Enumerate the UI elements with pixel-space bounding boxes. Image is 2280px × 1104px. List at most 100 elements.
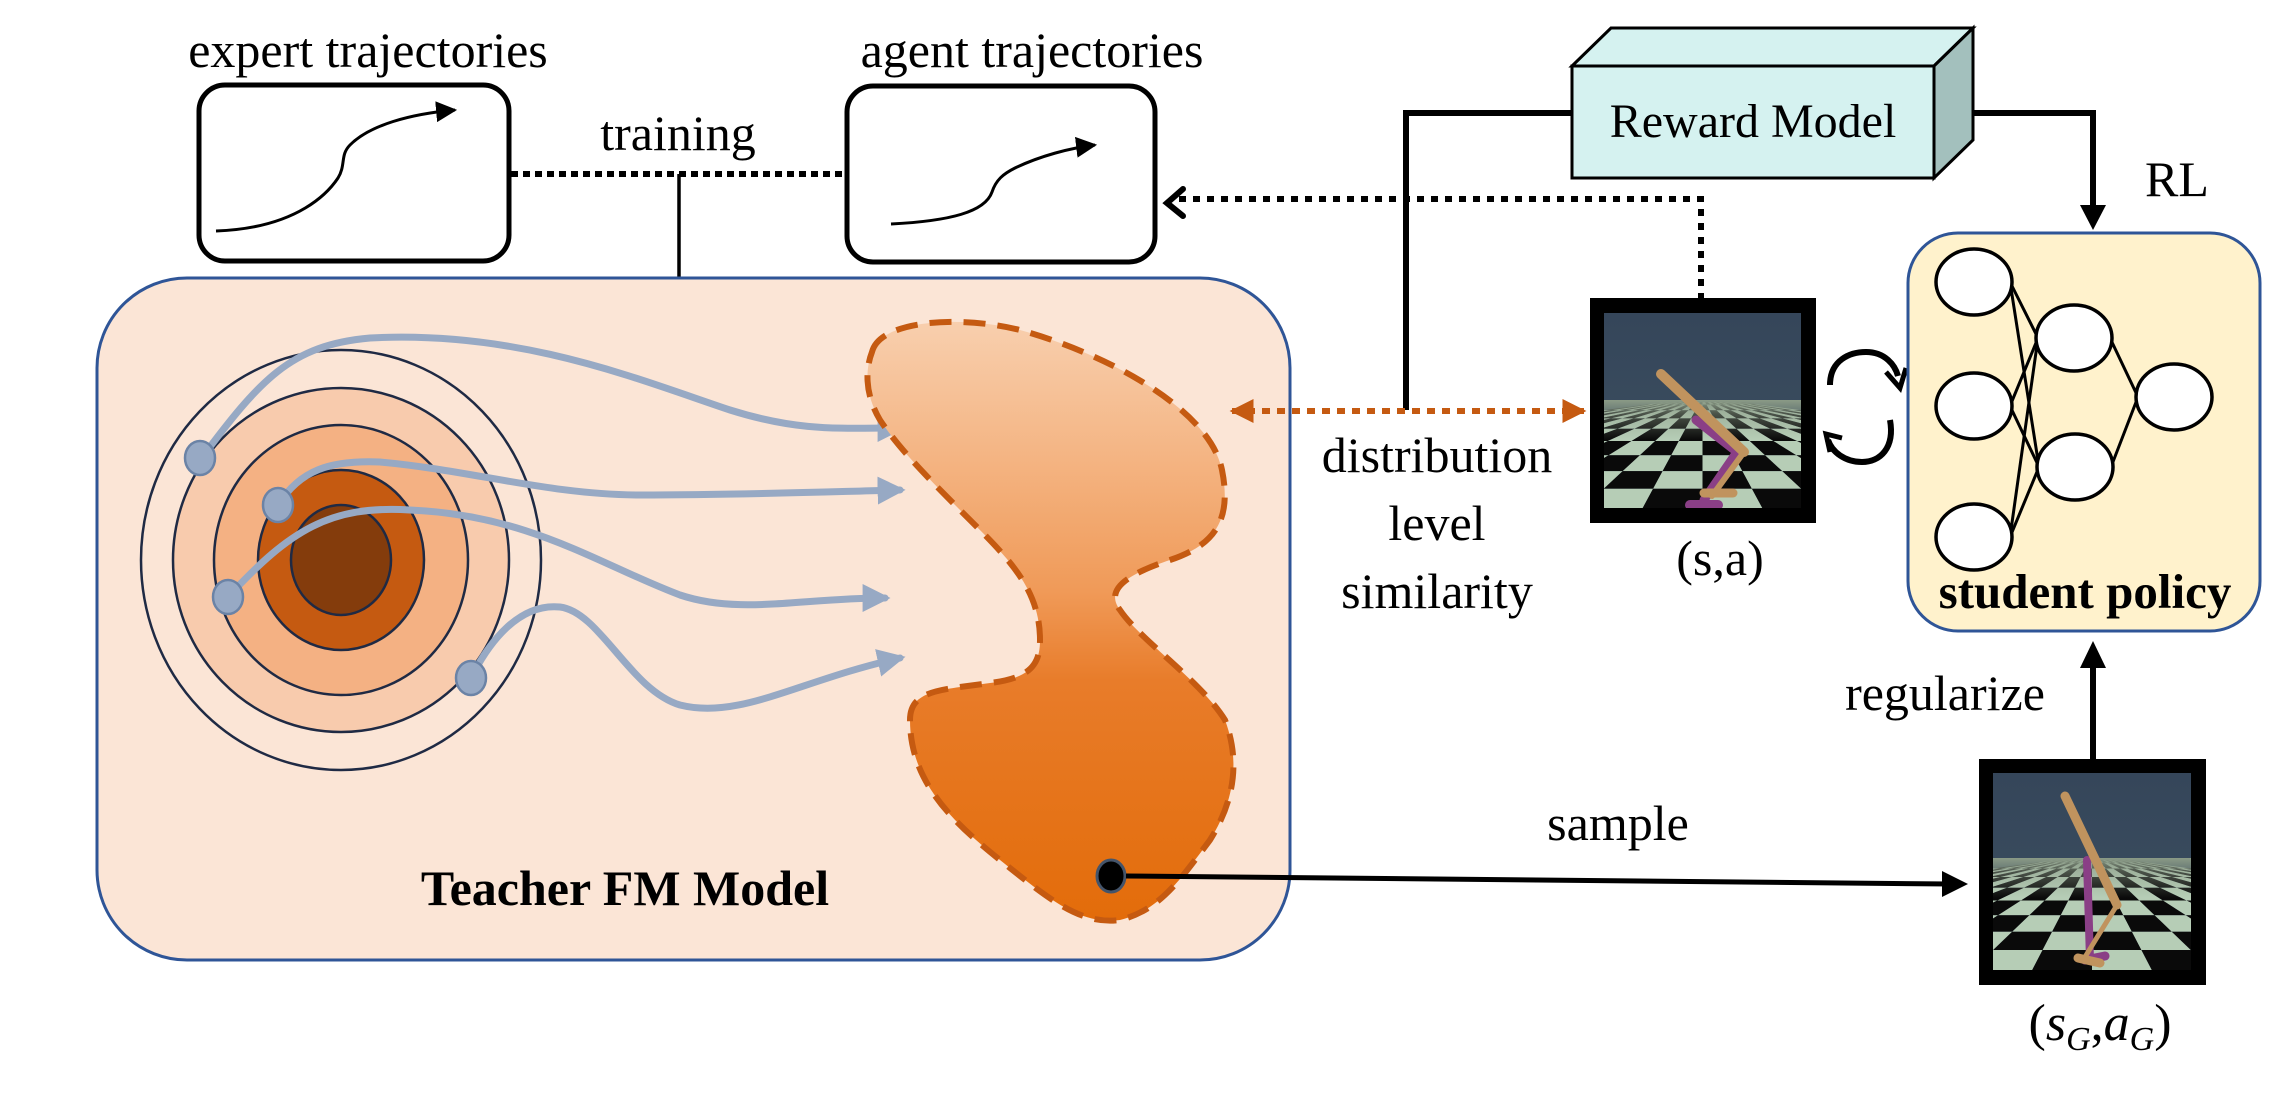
student-policy-network	[1934, 247, 2214, 572]
floor-tile	[2210, 900, 2280, 915]
floor-tile	[1374, 950, 1548, 970]
floor-tile	[1813, 915, 1905, 932]
floor-tile	[1614, 950, 1746, 970]
floor-tile	[1773, 441, 1801, 456]
rl-arrowhead-icon	[2080, 205, 2106, 230]
floor-tile	[1685, 900, 1808, 915]
interaction-cycle-icon	[1822, 348, 1909, 466]
network-edge	[2008, 466, 2041, 538]
floor-tile	[1993, 900, 2022, 916]
reward-model-label: Reward Model	[1610, 95, 1897, 148]
floor-tile	[1784, 888, 1887, 901]
student-policy-label: student policy	[1939, 564, 2232, 619]
floor-tile	[1653, 915, 1779, 932]
floor-tile	[2154, 915, 2191, 932]
floor-tile	[1554, 950, 1697, 970]
sample-arrow	[1125, 873, 1951, 887]
input-neuron	[1934, 371, 2014, 441]
floor-tile	[1434, 950, 1598, 970]
floor-tile	[1654, 900, 1785, 915]
floor-tile	[1639, 441, 1679, 456]
distribution-label-line1: distribution	[1322, 427, 1553, 483]
floor-tile	[1993, 915, 1999, 919]
floor-tile	[1993, 931, 2013, 951]
target-distribution-blob	[864, 318, 1237, 924]
floor-tile	[1894, 932, 1972, 950]
floor-tile	[1604, 455, 1640, 472]
floor-tile	[1810, 900, 1903, 915]
floor-tile	[2241, 877, 2280, 888]
floor-tile	[2171, 931, 2191, 951]
regularize-arrowhead-icon	[2080, 641, 2106, 668]
floor-tile	[1873, 900, 1950, 915]
hopper-robot-generated	[2060, 791, 2122, 968]
hidden-neuron	[2034, 303, 2114, 373]
floor-tile	[2240, 950, 2280, 970]
floor-tile	[1839, 429, 1916, 441]
floor-tile	[1773, 915, 1873, 932]
generated-sample-image	[1255, 759, 2280, 985]
network-edge	[2008, 281, 2040, 339]
floor-tile	[1548, 932, 1693, 950]
floor-tile	[1748, 900, 1856, 915]
floor-tile	[1647, 932, 1772, 950]
sample-arrowhead-icon	[1942, 871, 1968, 897]
floor-tile	[1993, 900, 1998, 903]
floor-tile	[2162, 900, 2191, 916]
agent-trajectories-label: agent trajectories	[861, 22, 1204, 78]
floor-tile	[2186, 900, 2191, 903]
floor-tile	[1993, 915, 2030, 932]
floor-tile	[2141, 950, 2191, 970]
expert-trajectory-curve	[215, 101, 458, 233]
floor-tile	[1765, 455, 1801, 472]
hopper-robot	[1656, 369, 1749, 508]
floor-tile	[2212, 932, 2280, 950]
floor-tile	[1608, 441, 1656, 456]
floor-tile	[1733, 455, 1783, 472]
floor-tile	[1998, 900, 2045, 916]
floor-tile	[1400, 932, 1573, 950]
floor-tile	[2218, 877, 2280, 888]
floor-tile	[1604, 471, 1623, 489]
flow-start-point	[211, 578, 245, 616]
floor-tile	[1604, 488, 1654, 508]
flow-path-3	[224, 505, 891, 613]
floor-tile	[1733, 915, 1842, 932]
floor-tile	[1892, 915, 1966, 932]
network-edge	[2108, 337, 2140, 398]
rl-arrow-line	[1973, 110, 2096, 210]
network-edge	[2109, 396, 2140, 468]
floor-tile	[2042, 931, 2092, 951]
floor-tile	[2234, 900, 2280, 915]
hidden-neuron	[2035, 432, 2115, 502]
floor-tile	[2258, 900, 2280, 915]
floor-tile	[2206, 877, 2279, 888]
floor-tile	[1749, 441, 1797, 456]
floor-tile	[1450, 932, 1614, 950]
floor-tile	[2228, 888, 2280, 901]
network-edge	[2008, 337, 2040, 407]
floor-tile	[2190, 950, 2191, 951]
floor-tile	[2252, 932, 2280, 950]
floor-tile	[1604, 441, 1608, 443]
floor-tile	[1903, 888, 1973, 901]
input-neuron	[1934, 247, 2014, 317]
floor-tile	[1604, 455, 1609, 459]
flow-path-1	[196, 333, 906, 464]
floor-tile	[2245, 888, 2280, 901]
floor-tile	[2092, 931, 2142, 951]
floor-tile	[1842, 900, 1927, 915]
agent-trajectories-box	[844, 83, 1158, 265]
floor-tile	[1751, 488, 1801, 508]
floor-tile	[1742, 471, 1801, 489]
floor-tile	[1604, 441, 1632, 456]
floor-tile	[1808, 888, 1905, 901]
floor-tile	[1993, 931, 2053, 951]
floor-tile	[1662, 455, 1703, 472]
floor-tile	[1673, 950, 1795, 970]
flow-start-point	[454, 659, 488, 697]
floor-tile	[1255, 950, 1450, 970]
training-label: training	[600, 105, 756, 161]
sample-point	[1095, 858, 1127, 894]
